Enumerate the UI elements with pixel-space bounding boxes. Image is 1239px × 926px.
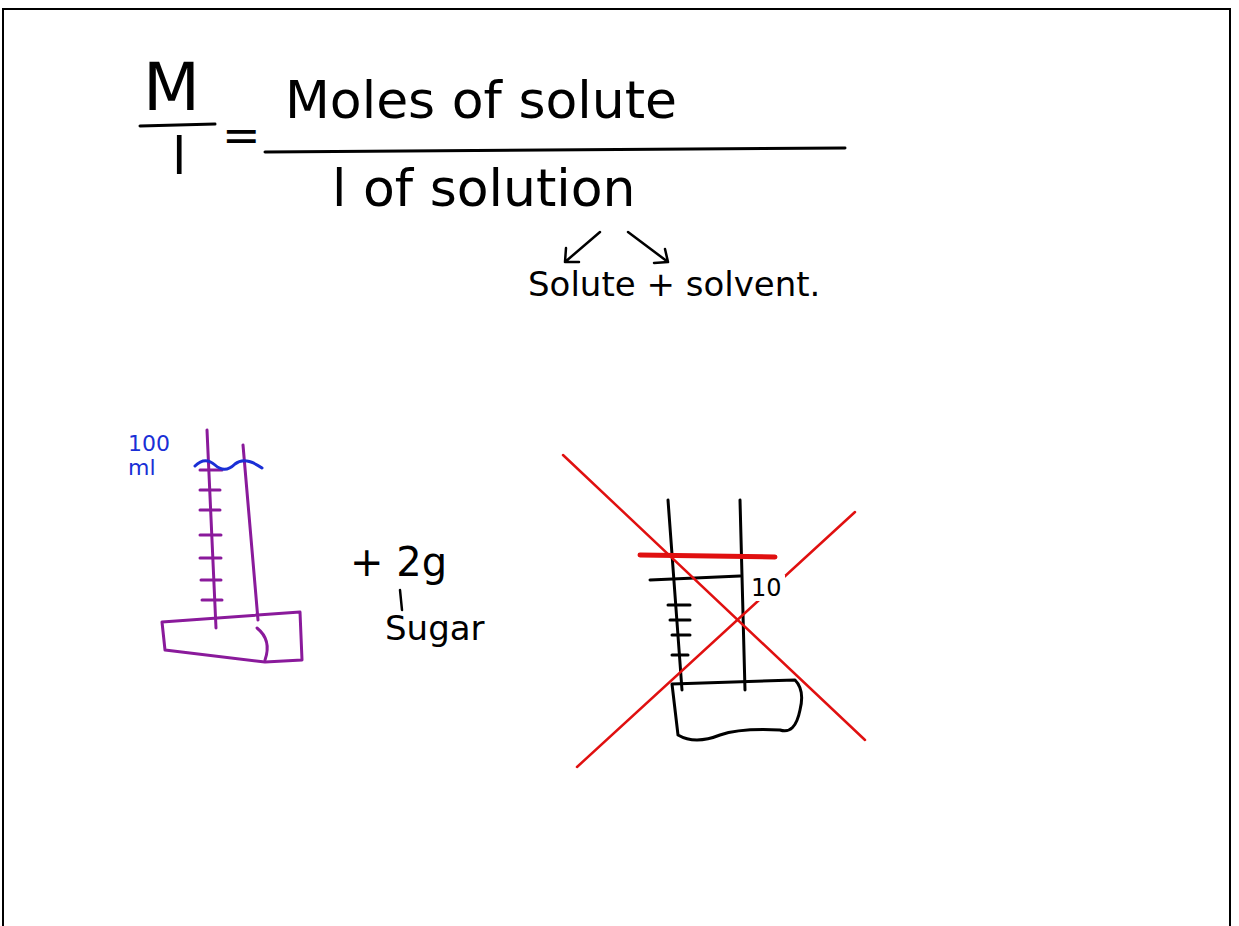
formula-symbol: l xyxy=(172,128,186,185)
note-text: Solute + solvent. xyxy=(528,266,820,303)
strike-line xyxy=(640,555,775,557)
arrow xyxy=(565,232,600,262)
added-mass: + 2g xyxy=(350,540,447,584)
volume-mark: 10 xyxy=(748,575,785,601)
equals-sign: = xyxy=(222,110,261,161)
denominator-text: l of solution xyxy=(332,160,636,217)
formula-symbol: M xyxy=(143,52,200,125)
graduated-cylinder xyxy=(162,430,302,662)
volume-label: 100 ml xyxy=(128,432,188,480)
graduated-cylinder xyxy=(650,500,802,740)
meniscus-scribble xyxy=(195,461,262,470)
arrow xyxy=(628,232,668,263)
fraction-bar xyxy=(265,148,845,152)
numerator-text: Moles of solute xyxy=(285,72,677,129)
leader-line xyxy=(400,590,402,610)
substance-label: Sugar xyxy=(385,610,485,647)
cross-out xyxy=(563,455,865,767)
